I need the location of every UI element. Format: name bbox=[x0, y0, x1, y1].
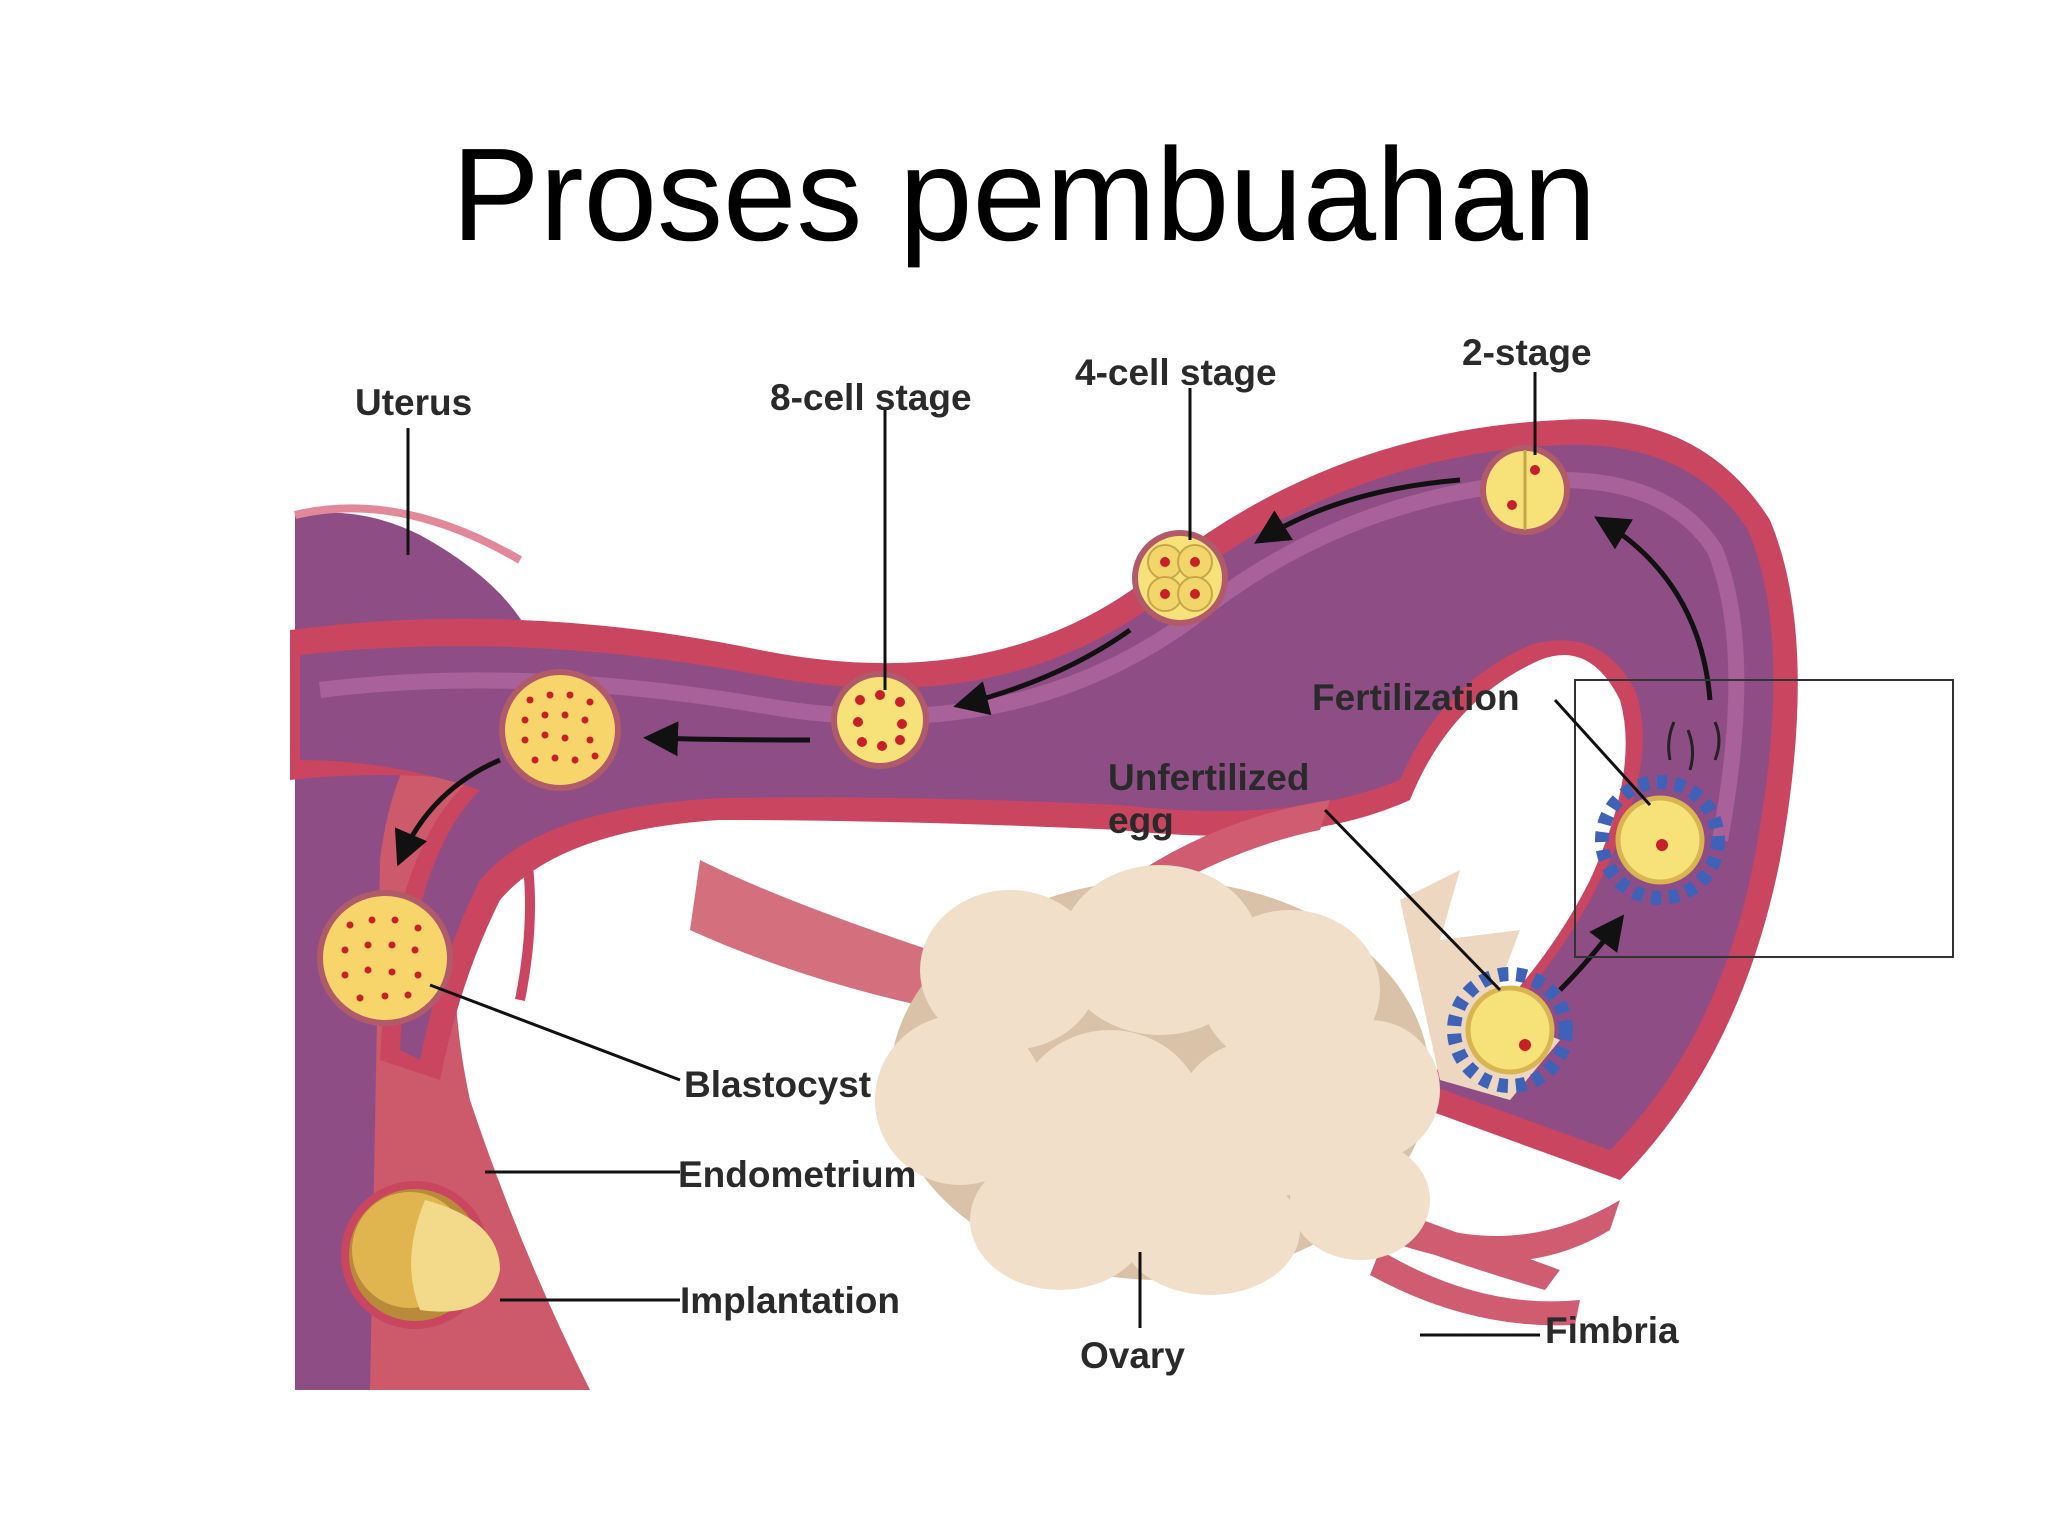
leader-lines bbox=[406, 372, 1652, 1337]
unfertilized-egg bbox=[1447, 967, 1573, 1093]
fallopian-tube bbox=[290, 419, 1798, 1181]
label-unfertilized: Unfertilized bbox=[1108, 757, 1309, 798]
label-2-stage: 2-stage bbox=[1462, 332, 1592, 373]
fertilization-highlight-box bbox=[1574, 679, 1954, 958]
ovarian-ligament bbox=[690, 860, 940, 1010]
four-cell-embryo bbox=[1132, 530, 1228, 626]
morula bbox=[499, 669, 621, 791]
ovary bbox=[875, 865, 1560, 1295]
label-egg: egg bbox=[1108, 800, 1174, 841]
label-blastocyst: Blastocyst bbox=[684, 1064, 871, 1105]
label-ovary: Ovary bbox=[1080, 1335, 1185, 1376]
fertilized-egg bbox=[1595, 721, 1725, 905]
process-arrows bbox=[394, 477, 1713, 992]
label-8-cell-stage: 8-cell stage bbox=[770, 377, 972, 418]
label-fertilization: Fertilization bbox=[1312, 677, 1520, 718]
label-implantation: Implantation bbox=[680, 1280, 900, 1321]
label-4-cell-stage: 4-cell stage bbox=[1075, 352, 1277, 393]
label-endometrium: Endometrium bbox=[678, 1154, 916, 1195]
label-uterus: Uterus bbox=[355, 382, 472, 423]
implantation-site bbox=[341, 1181, 500, 1329]
two-cell-embryo bbox=[1480, 445, 1570, 535]
label-fimbria: Fimbria bbox=[1545, 1310, 1679, 1351]
blastocyst-cell bbox=[317, 890, 453, 1026]
eight-cell-embryo bbox=[831, 671, 929, 769]
slide-title: Proses pembuahan bbox=[451, 121, 1597, 268]
diagram-labels: Uterus 8-cell stage 4-cell stage 2-stage… bbox=[355, 332, 1679, 1376]
